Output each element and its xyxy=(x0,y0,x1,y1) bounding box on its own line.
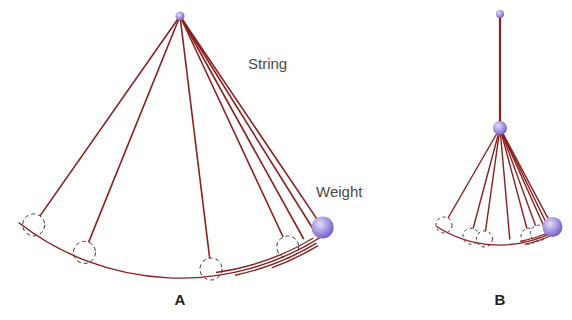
panel-letter: A xyxy=(175,292,186,309)
weight-b xyxy=(543,217,563,237)
pendulum-b-strings xyxy=(444,128,553,240)
pendulum-a-strings xyxy=(34,16,323,269)
pivot-bob-b xyxy=(493,121,507,135)
ghost-positions-b xyxy=(436,217,546,247)
pivot-a xyxy=(176,12,185,21)
part-label: String xyxy=(248,56,287,73)
swing-path-a xyxy=(19,223,323,279)
panel-letter: B xyxy=(495,292,506,309)
pivot-b xyxy=(496,10,504,18)
part-label: Weight xyxy=(316,184,362,201)
weight-a xyxy=(312,216,334,238)
rod-b xyxy=(499,14,501,128)
swing-path-b xyxy=(436,226,554,245)
